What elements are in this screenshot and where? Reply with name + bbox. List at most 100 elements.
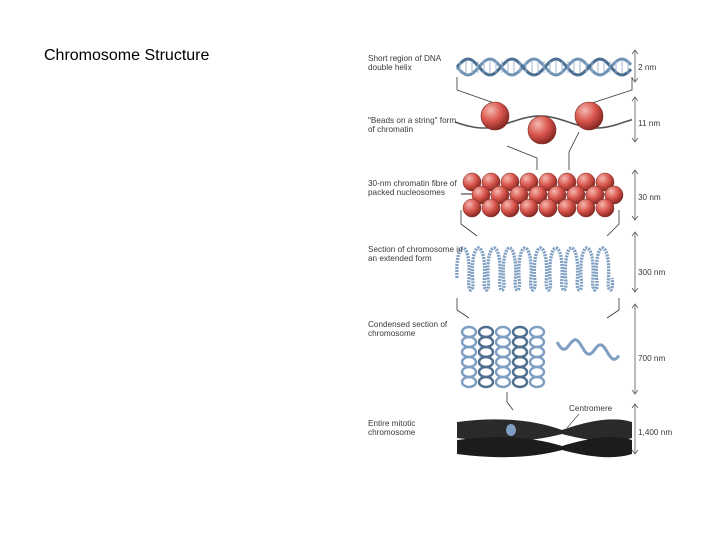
condensed-coil: [511, 355, 529, 369]
label-dna-double-helix: Short region of DNA double helix: [368, 54, 441, 73]
fibre-nucleosome: [595, 172, 615, 192]
fibre-nucleosome: [576, 172, 596, 192]
condensed-coil: [460, 325, 478, 339]
nucleosome-bead-0: [480, 101, 510, 131]
condensed-coil: [511, 345, 529, 359]
chromatid-lower: [457, 437, 632, 458]
label-extended-chromosome: Section of chromosome in an extended for…: [368, 245, 463, 264]
centromere-pointer: [566, 413, 580, 429]
connector-1-right: [588, 77, 633, 105]
fibre-nucleosome: [557, 198, 577, 218]
nucleosome-bead-1: [527, 115, 557, 145]
scale-700nm: 700 nm: [638, 354, 666, 363]
condensed-coil: [460, 345, 478, 359]
chromatin-tail: [555, 338, 621, 361]
condensed-coil: [511, 375, 529, 389]
condensed-coil: [528, 325, 546, 339]
condensed-coil: [477, 355, 495, 369]
fibre-nucleosome: [500, 172, 520, 192]
condensed-coil: [477, 375, 495, 389]
condensed-coil: [477, 365, 495, 379]
condensed-coil: [528, 375, 546, 389]
condensed-coil: [477, 325, 495, 339]
chromosome-structure-figure: Short region of DNA double helix "Beads …: [357, 42, 672, 462]
chromosome-highlight-band: [506, 424, 516, 436]
diagram-artwork: [454, 49, 639, 458]
scale-arrow-top-5: [631, 403, 639, 409]
condensed-coil: [511, 325, 529, 339]
label-mitotic-chromosome: Entire mitotic chromosome: [368, 419, 416, 438]
scale-arrow-top-2: [631, 169, 639, 175]
condensed-coil: [494, 355, 512, 369]
scale-arrow-top-0: [631, 49, 639, 55]
condensed-coil: [477, 335, 495, 349]
fibre-nucleosome: [604, 185, 624, 205]
fibre-nucleosome: [538, 198, 558, 218]
fibre-nucleosome: [481, 198, 501, 218]
label-30nm-fibre: 30-nm chromatin fibre of packed nucleoso…: [368, 179, 457, 198]
connector-3-right: [606, 210, 620, 237]
label-condensed-section: Condensed section of chromosome: [368, 320, 448, 339]
condensed-coil: [494, 365, 512, 379]
condensed-coil: [494, 335, 512, 349]
fibre-nucleosome: [547, 185, 567, 205]
condensed-coil: [494, 325, 512, 339]
connector-5: [506, 392, 514, 411]
extended-chromatin-loops: [455, 246, 615, 292]
fibre-nucleosome: [490, 185, 510, 205]
fibre-nucleosome: [519, 198, 539, 218]
condensed-coil: [528, 365, 546, 379]
connector-2-right: [568, 131, 580, 170]
connector-1-left: [456, 77, 498, 105]
fibre-nucleosome: [595, 198, 615, 218]
scale-arrow-bottom-2: [631, 215, 639, 221]
label-beads-on-a-string: "Beads on a string" form of chromatin: [368, 116, 457, 135]
condensed-coil: [528, 345, 546, 359]
scale-arrow-bottom-5: [631, 449, 639, 455]
fibre-nucleosome: [509, 185, 529, 205]
fibre-nucleosome: [528, 185, 548, 205]
condensed-coil: [460, 355, 478, 369]
fibre-nucleosome: [481, 172, 501, 192]
condensed-coil: [528, 355, 546, 369]
connector-4-right: [606, 298, 620, 319]
condensed-coil: [477, 345, 495, 359]
connector-3-left: [460, 210, 478, 237]
scale-arrow-bottom-4: [631, 389, 639, 395]
fibre-nucleosome: [471, 185, 491, 205]
label-centromere: Centromere: [569, 404, 613, 413]
scale-arrow-top-3: [631, 231, 639, 237]
fibre-nucleosome: [500, 198, 520, 218]
scale-30nm: 30 nm: [638, 193, 661, 202]
fibre-nucleosome: [519, 172, 539, 192]
fibre-nucleosome: [538, 172, 558, 192]
fibre-nucleosome: [566, 185, 586, 205]
fibre-nucleosome: [557, 172, 577, 192]
condensed-coil: [460, 365, 478, 379]
fibre-nucleosome: [462, 172, 482, 192]
scale-300nm: 300 nm: [638, 268, 666, 277]
connector-4-left: [456, 298, 470, 319]
scale-arrow-bottom-0: [631, 77, 639, 83]
condensed-coil: [494, 375, 512, 389]
condensed-coil: [511, 335, 529, 349]
condensed-coil: [528, 335, 546, 349]
scale-arrow-top-1: [631, 96, 639, 102]
fibre-nucleosome: [462, 198, 482, 218]
scale-1400nm: 1,400 nm: [638, 428, 673, 437]
condensed-coil: [511, 365, 529, 379]
scale-arrow-bottom-3: [631, 287, 639, 293]
nucleosome-bead-2: [574, 101, 604, 131]
slide-title: Chromosome Structure: [44, 47, 210, 64]
condensed-coil: [494, 345, 512, 359]
condensed-coil: [460, 335, 478, 349]
scale-11nm: 11 nm: [638, 119, 661, 128]
scale-arrow-top-4: [631, 303, 639, 309]
condensed-coil: [460, 375, 478, 389]
scale-arrow-bottom-1: [631, 137, 639, 143]
connector-2-left: [506, 145, 538, 170]
fibre-nucleosome: [585, 185, 605, 205]
chromatid-upper: [457, 419, 632, 442]
scale-2nm: 2 nm: [638, 63, 657, 72]
fibre-nucleosome: [576, 198, 596, 218]
